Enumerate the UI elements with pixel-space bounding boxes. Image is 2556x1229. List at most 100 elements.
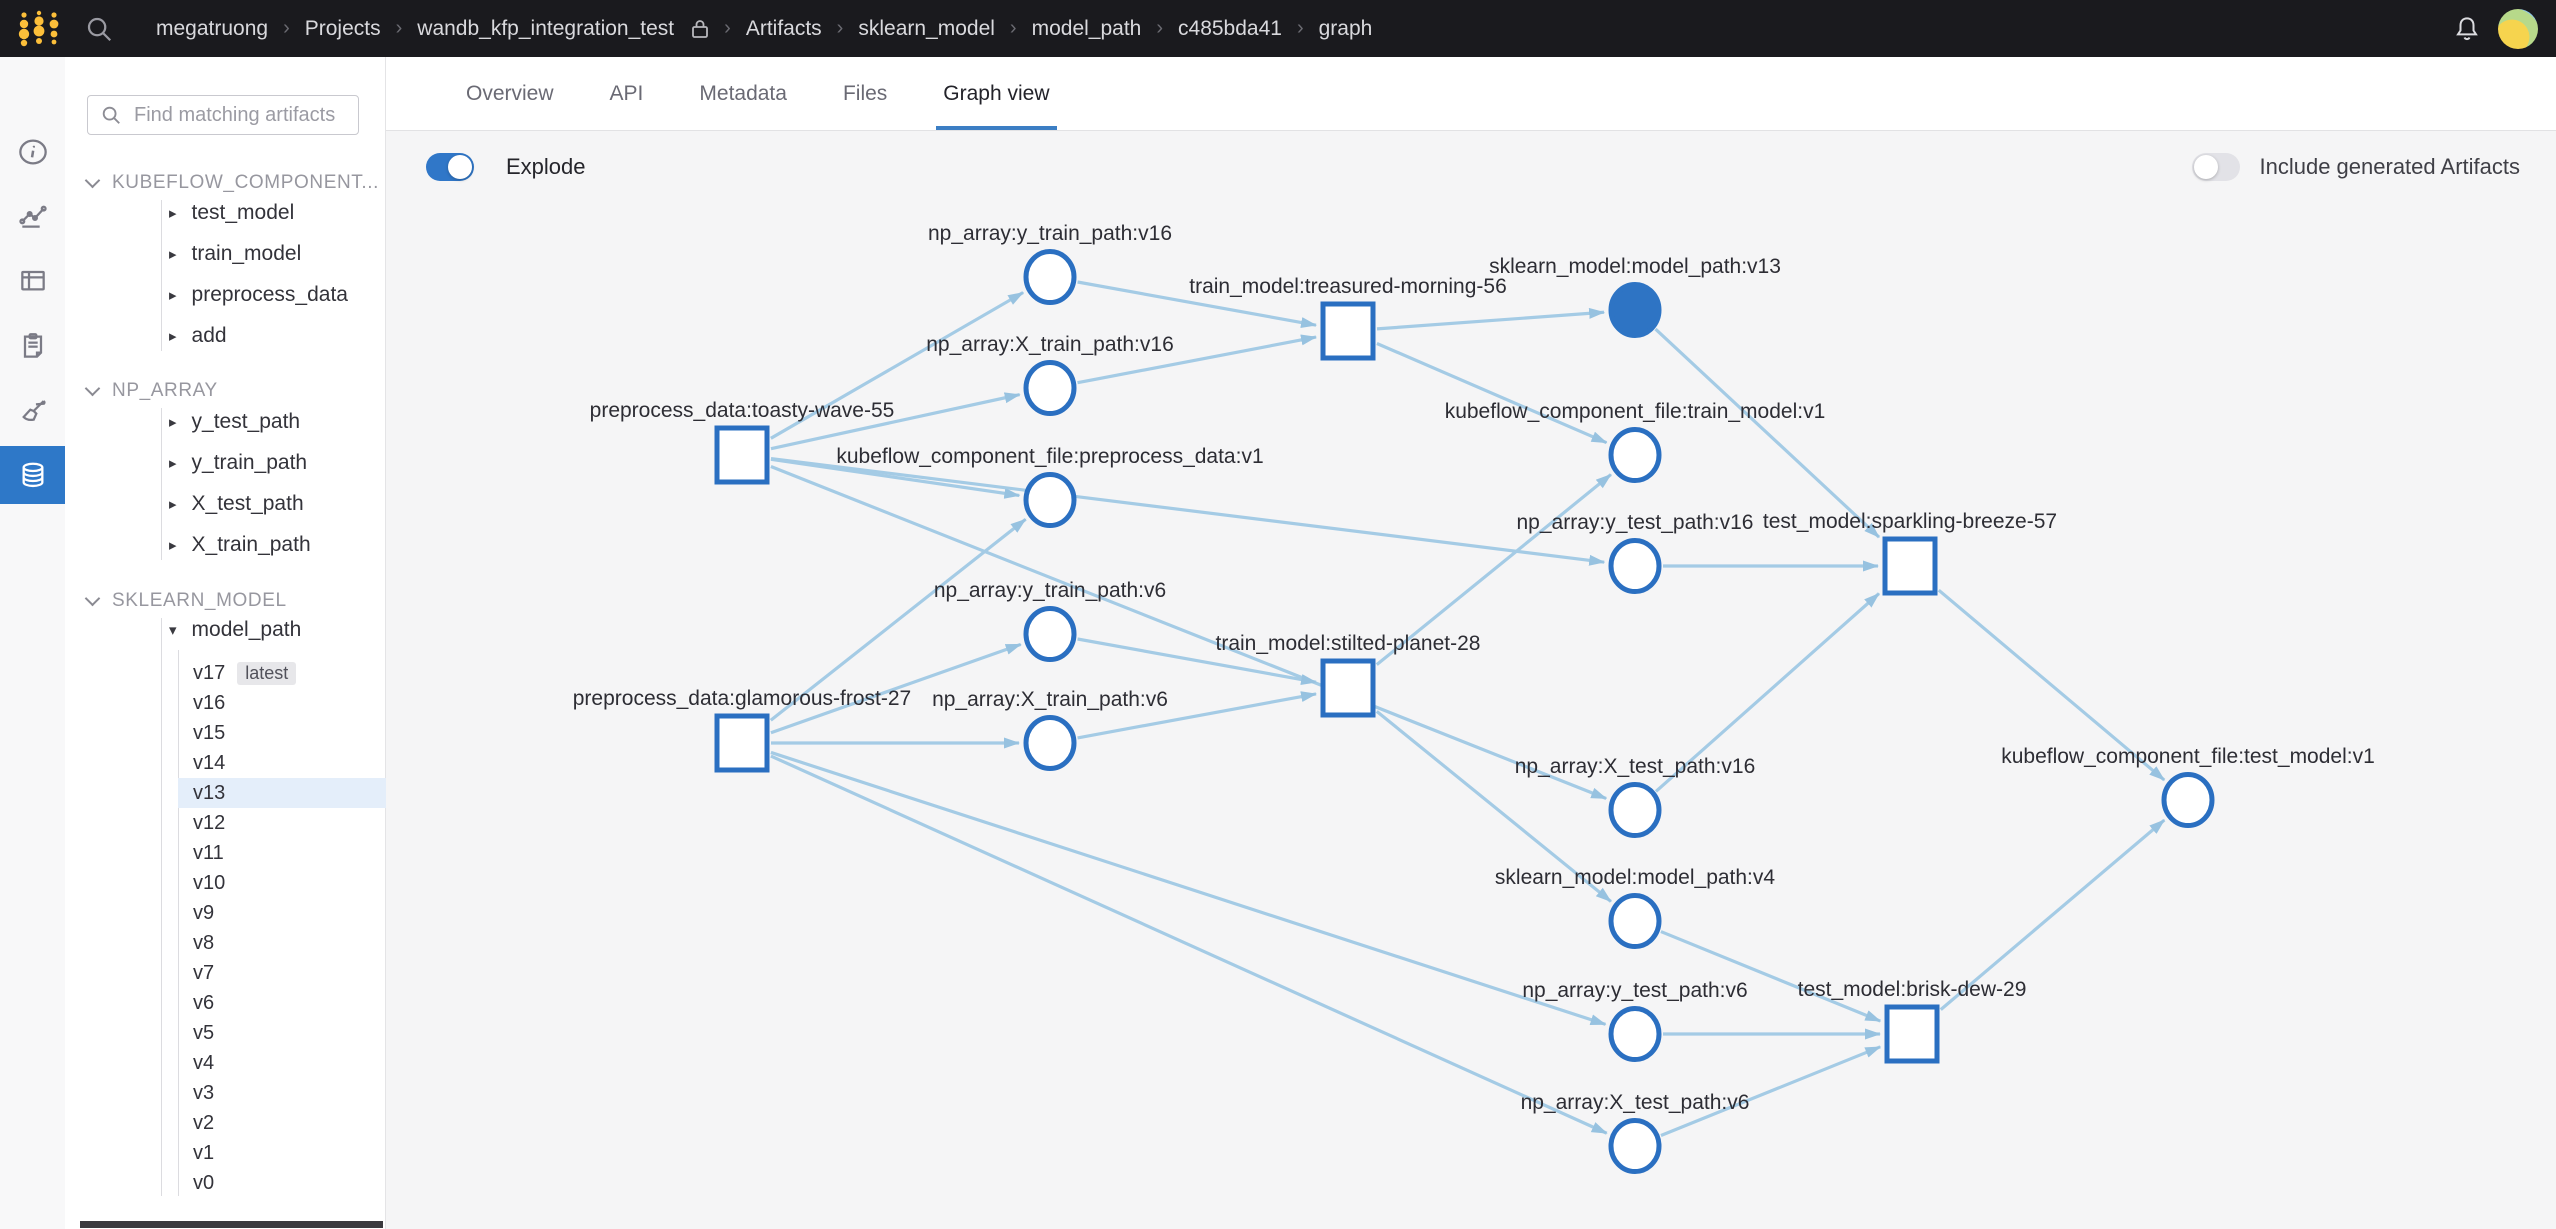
- graph-node-artifact[interactable]: [1608, 782, 1662, 838]
- version-row-v5[interactable]: v5: [178, 1018, 450, 1048]
- rail-item-artifacts[interactable]: [0, 446, 65, 504]
- graph-node-label: test_model:brisk-dew-29: [1798, 978, 2027, 1001]
- triangle-right-icon: ▸: [169, 455, 177, 472]
- graph-node-artifact[interactable]: [2161, 772, 2215, 828]
- artifact-search-box[interactable]: [87, 95, 401, 135]
- rail-item-overview[interactable]: [0, 123, 65, 181]
- version-row-v6[interactable]: v6: [178, 988, 450, 1018]
- version-label: v15: [193, 721, 226, 744]
- sidebar-item-train_model[interactable]: ▸train_model: [169, 242, 301, 266]
- version-label: v0: [193, 1171, 215, 1194]
- edge-tm56-v13: [1376, 307, 1606, 331]
- sidebar-section-header[interactable]: SKLEARN_MODEL: [84, 590, 287, 612]
- breadcrumb-item[interactable]: sklearn_model: [858, 16, 995, 40]
- graph-node-run[interactable]: [1320, 301, 1376, 361]
- graph-node-run[interactable]: [714, 713, 770, 773]
- sidebar-section-header[interactable]: NP_ARRAY: [84, 380, 218, 402]
- version-row-v16[interactable]: v16: [178, 688, 450, 718]
- graph-node-run[interactable]: [714, 425, 770, 485]
- tree-guide-line: [178, 650, 179, 1196]
- breadcrumb-item[interactable]: Artifacts: [745, 16, 822, 40]
- search-input[interactable]: [132, 102, 401, 128]
- item-label: X_train_path: [191, 533, 311, 556]
- version-row-v8[interactable]: v8: [178, 928, 450, 958]
- graph-node-run[interactable]: [1884, 1004, 1940, 1064]
- rail-item-reports[interactable]: [0, 317, 65, 375]
- topbar-right: [2452, 8, 2538, 49]
- search-icon: [102, 106, 120, 124]
- chevron-down-icon: [84, 172, 101, 189]
- tab-files[interactable]: Files: [842, 81, 888, 105]
- breadcrumb-separator: ›: [1009, 17, 1017, 39]
- graph-node-artifact[interactable]: [1608, 1006, 1662, 1062]
- version-row-v15[interactable]: v15: [178, 718, 450, 748]
- search-icon[interactable]: [84, 14, 114, 44]
- graph-node-artifact[interactable]: [1608, 1118, 1662, 1174]
- graph-node-artifact[interactable]: [1608, 893, 1662, 949]
- sidebar-item-model_path[interactable]: ▾model_path: [169, 618, 301, 642]
- edge-Xt6-sp28: [1077, 691, 1318, 740]
- graph-node-label: sklearn_model:model_path:v13: [1489, 255, 1781, 278]
- version-row-v4[interactable]: v4: [178, 1048, 450, 1078]
- tab-api[interactable]: API: [609, 81, 644, 105]
- explode-toggle[interactable]: [426, 153, 474, 181]
- graph-node-artifact[interactable]: [1608, 282, 1662, 338]
- graph-node-artifact[interactable]: [1608, 538, 1662, 594]
- rail-item-workspace[interactable]: [0, 187, 65, 245]
- version-row-v12[interactable]: v12: [178, 808, 450, 838]
- version-label: v2: [193, 1111, 215, 1134]
- version-row-v3[interactable]: v3: [178, 1078, 450, 1108]
- include-generated-toggle[interactable]: [2191, 153, 2240, 181]
- rail-item-table[interactable]: [0, 251, 65, 309]
- sidebar-item-preprocess_data[interactable]: ▸preprocess_data: [169, 283, 348, 307]
- breadcrumb-item[interactable]: c485bda41: [1178, 16, 1282, 40]
- version-row-v9[interactable]: v9: [178, 898, 450, 928]
- report-clipboard-icon: [23, 333, 42, 358]
- graph-node-artifact[interactable]: [1023, 249, 1077, 305]
- breadcrumb-item[interactable]: model_path: [1031, 16, 1142, 40]
- artifact-graph[interactable]: np_array:y_train_path:v16train_model:tre…: [386, 131, 2556, 1229]
- sidebar-item-test_model[interactable]: ▸test_model: [169, 201, 294, 225]
- graph-node-artifact[interactable]: [1608, 427, 1662, 483]
- edge-pw55-yte16: [770, 457, 1606, 566]
- version-row-v10[interactable]: v10: [178, 868, 450, 898]
- chevron-down-icon: [84, 380, 101, 397]
- latest-badge: latest: [237, 661, 297, 685]
- breadcrumb-item[interactable]: megatruong: [156, 16, 269, 40]
- sidebar-item-y_train_path[interactable]: ▸y_train_path: [169, 451, 307, 475]
- horizontal-scrollbar[interactable]: [80, 1221, 383, 1228]
- breadcrumb-item[interactable]: wandb_kfp_integration_test: [417, 16, 675, 40]
- avatar[interactable]: [2498, 8, 2538, 49]
- version-label: v1: [193, 1141, 215, 1164]
- sidebar-item-X_train_path[interactable]: ▸X_train_path: [169, 533, 311, 557]
- version-row-v11[interactable]: v11: [178, 838, 450, 868]
- version-row-v2[interactable]: v2: [178, 1108, 450, 1138]
- breadcrumb-item[interactable]: Projects: [304, 16, 381, 40]
- tab-metadata[interactable]: Metadata: [699, 81, 787, 105]
- graph-node-artifact[interactable]: [1023, 715, 1077, 771]
- version-row-v14[interactable]: v14: [178, 748, 450, 778]
- tab-graph-view[interactable]: Graph view: [936, 57, 1057, 130]
- sidebar-item-add[interactable]: ▸add: [169, 324, 227, 348]
- toggle-knob: [448, 155, 472, 179]
- sidebar-section-header[interactable]: KUBEFLOW_COMPONENT...: [84, 172, 380, 194]
- rail-item-sweeps[interactable]: [0, 382, 65, 440]
- tab-overview[interactable]: Overview: [466, 81, 554, 105]
- breadcrumb-item[interactable]: graph: [1318, 16, 1373, 40]
- sidebar-item-X_test_path[interactable]: ▸X_test_path: [169, 492, 304, 516]
- graph-node-run[interactable]: [1882, 536, 1938, 596]
- graph-node-artifact[interactable]: [1023, 606, 1077, 662]
- notifications-bell-icon[interactable]: [2452, 14, 2482, 44]
- sidebar-item-y_test_path[interactable]: ▸y_test_path: [169, 410, 300, 434]
- triangle-down-icon: ▾: [169, 622, 177, 639]
- graph-node-artifact[interactable]: [1023, 360, 1077, 416]
- version-row-v0[interactable]: v0: [178, 1168, 450, 1198]
- graph-node-label: test_model:sparkling-breeze-57: [1763, 510, 2057, 533]
- version-row-v7[interactable]: v7: [178, 958, 450, 988]
- version-row-v1[interactable]: v1: [178, 1138, 450, 1168]
- graph-node-artifact[interactable]: [1023, 472, 1077, 528]
- wandb-logo-icon[interactable]: [16, 8, 62, 50]
- section-label: KUBEFLOW_COMPONENT...: [112, 172, 380, 193]
- graph-node-run[interactable]: [1320, 658, 1376, 718]
